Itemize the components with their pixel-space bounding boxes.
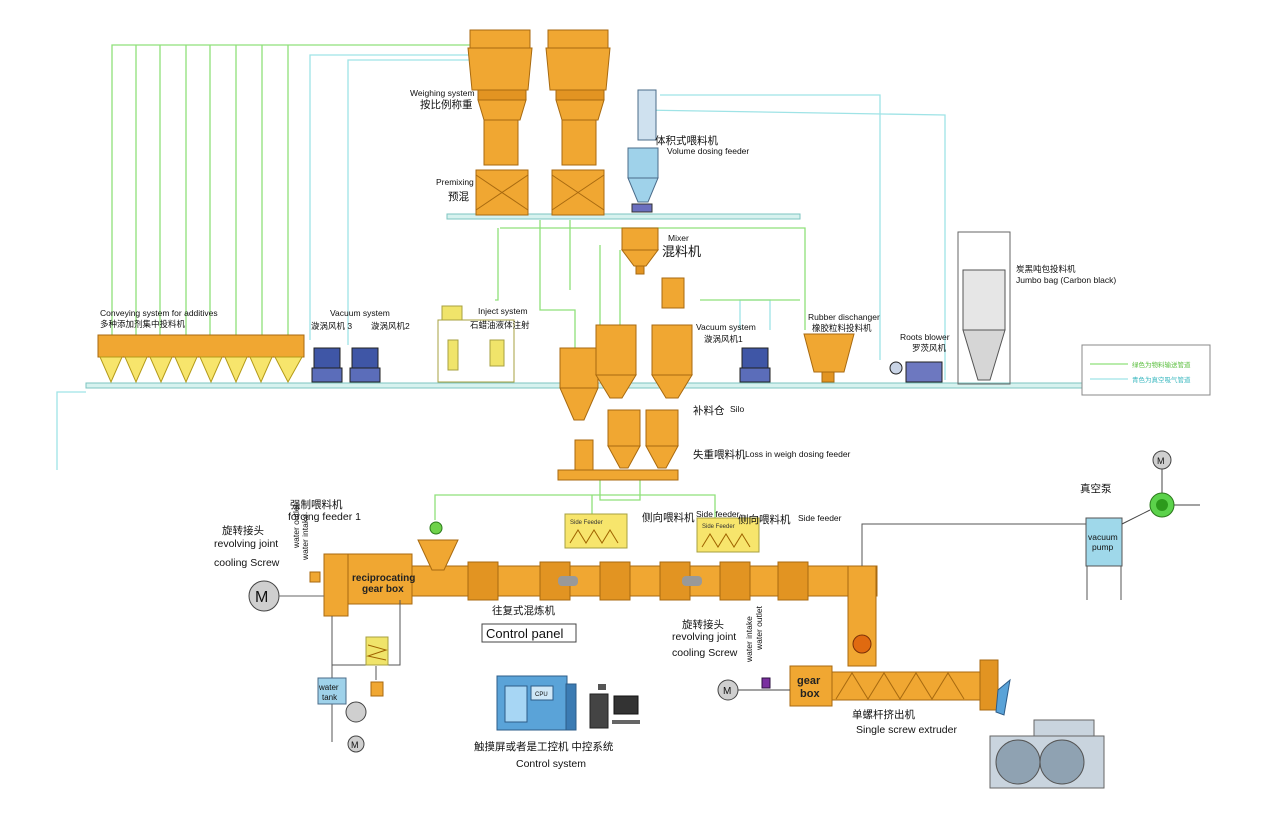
jumbo-bag-carbon-black [957,231,1011,385]
touch-panel-label-cn: 触摸屏或者是工控机 中控系统 [474,740,614,753]
side-feeder-1: Side Feeder [564,513,628,549]
vacuum-pump-label-2: pump [1092,542,1114,552]
cooling-screw-label-1: cooling Screw [214,557,280,569]
forcing-label-en: forcing feeder 1 [288,511,361,523]
water-tank-label-1: water [318,683,339,692]
side-feeder-2: Side Feeder [696,517,760,553]
vacuum-system-label-en: Vacuum system [330,308,390,318]
vacuum-blower-2 [349,347,381,383]
side-feeder-1-label-en: Side feeder [696,509,740,519]
forcing-feeder [417,521,459,571]
control-panel-label: Control panel [486,626,563,641]
conveying-label-en: Conveying system for additives [100,308,218,318]
silo-label-cn: 补料仓 [693,404,725,417]
conveying-label-cn: 多种添加剂集中投料机 [100,319,186,329]
jumbo-bag-label-cn: 炭黑吨包投料机 [1016,264,1076,274]
upper-platform [446,213,801,220]
legend-cyan-label: 青色为真空吸气管道 [1132,375,1191,384]
weighing-system-right [545,29,611,216]
mixer-label-en: Mixer [668,233,689,243]
single-screw-label-en: Single screw extruder [856,724,957,736]
premixing-label-en: Premixing [436,177,474,187]
water-outlet-label-2: water outlet [754,605,764,651]
vacuum-pump-motor-label: M [1157,456,1165,466]
silo-label-en: Silo [730,404,744,414]
control-panel-box [481,623,577,643]
water-outlet-label-1: water outlet [291,503,301,549]
volume-dosing-feeder [627,89,659,213]
side-feeder-2-label-en: Side feeder [798,513,842,523]
rubber-label-en: Rubber dischanger [808,312,880,322]
revolving-label-en-2: revolving joint [672,631,736,643]
vacuum-pump-label-1: vacuum [1088,532,1118,542]
vacuum1-label-cn: 漩涡风机1 [704,334,743,344]
weighing-system-left [467,29,533,216]
water-tank-loop: M [317,600,401,753]
vacuum-blower-1 [739,347,771,383]
extruder-motor-label: M [723,686,731,697]
vacuum-pump-label-cn: 真空泵 [1080,482,1112,495]
premixing-label-cn: 预混 [448,191,469,203]
mixer [621,227,659,275]
cpu-label: CPU [535,692,548,698]
weighing-label-en: Weighing system [410,88,475,98]
silo-cluster [557,277,693,481]
water-tank-label-2: tank [322,693,338,702]
kneader-motor: M [248,580,324,612]
water-intake-label-1: water intake [300,514,310,561]
roots-blower [889,361,943,383]
cooling-screw-label-2: cooling Screw [672,647,738,659]
pump-motor-label: M [351,740,359,750]
inject-label-en: Inject system [478,306,528,316]
side-feeder-2-tag: Side Feeder [702,524,735,530]
gearbox-label-1: gear [797,675,821,687]
vacuum-system1-label-en: Vacuum system [696,322,756,332]
weighing-label-cn: 按比例称重 [420,98,473,111]
revolving-label-cn-2: 旋转接头 [682,618,724,631]
mixer-label-cn: 混料机 [662,244,701,259]
cooling-rolls [989,719,1105,789]
forcing-label-cn: 强制喂料机 [290,498,343,511]
jumbo-bag-label-en: Jumbo bag (Carbon black) [1016,275,1116,285]
recip-kneader-label-cn: 往复式混炼机 [492,604,555,617]
legend-green-label: 绿色为物料输送管道 [1132,360,1191,369]
reciprocating-kneader [323,553,878,667]
single-screw-extruder: M [717,634,1011,716]
water-intake-label-2: water intake [744,616,754,663]
rubber-discharger [803,333,855,383]
single-screw-label-cn: 单螺杆挤出机 [852,708,915,721]
inject-system [437,305,515,383]
kneader-motor-label: M [255,589,268,606]
liw-label-en: Loss in weigh dosing feeder [745,449,851,459]
pc-workstation [589,684,640,729]
legend: 绿色为物料输送管道 青色为真空吸气管道 [1081,344,1211,396]
vacuum3-label-cn: 漩涡风机 3 [311,321,352,331]
side-feeder-1-label-cn: 侧向喂料机 [642,511,695,524]
control-cabinet: CPU [496,675,577,731]
revolving-joint-1 [309,571,321,583]
side-feeder-1-tag: Side Feeder [570,520,603,526]
gearbox-label-2: box [800,688,820,700]
control-system-label-en: Control system [516,758,586,770]
liw-label-cn: 失重喂料机 [693,448,746,461]
recip-gearbox-label-2: gear box [362,584,404,595]
volume-feeder-label-en: Volume dosing feeder [667,146,749,156]
inject-label-cn: 石蜡油液体注射 [470,320,530,330]
additive-conveying-hoppers [97,334,305,384]
rubber-label-cn: 橡胶粒料投料机 [812,323,872,333]
revolving-label-en-1: revolving joint [214,538,278,550]
vacuum-pipes [56,54,946,470]
vacuum2-label-cn: 漩涡风机2 [371,321,410,331]
volume-feeder-label-cn: 体积式喂料机 [655,134,718,147]
roots-label-cn: 罗茨风机 [912,343,947,353]
revolving-label-cn-1: 旋转接头 [222,524,264,537]
vacuum-blower-3 [311,347,343,383]
roots-label-en: Roots blower [900,332,950,342]
vacuum-pump: M [861,450,1200,600]
recip-gearbox-label-1: reciprocating [352,573,415,584]
side-feeder-2-label-cn: 侧向喂料机 [738,513,791,526]
material-pipes [111,44,806,520]
